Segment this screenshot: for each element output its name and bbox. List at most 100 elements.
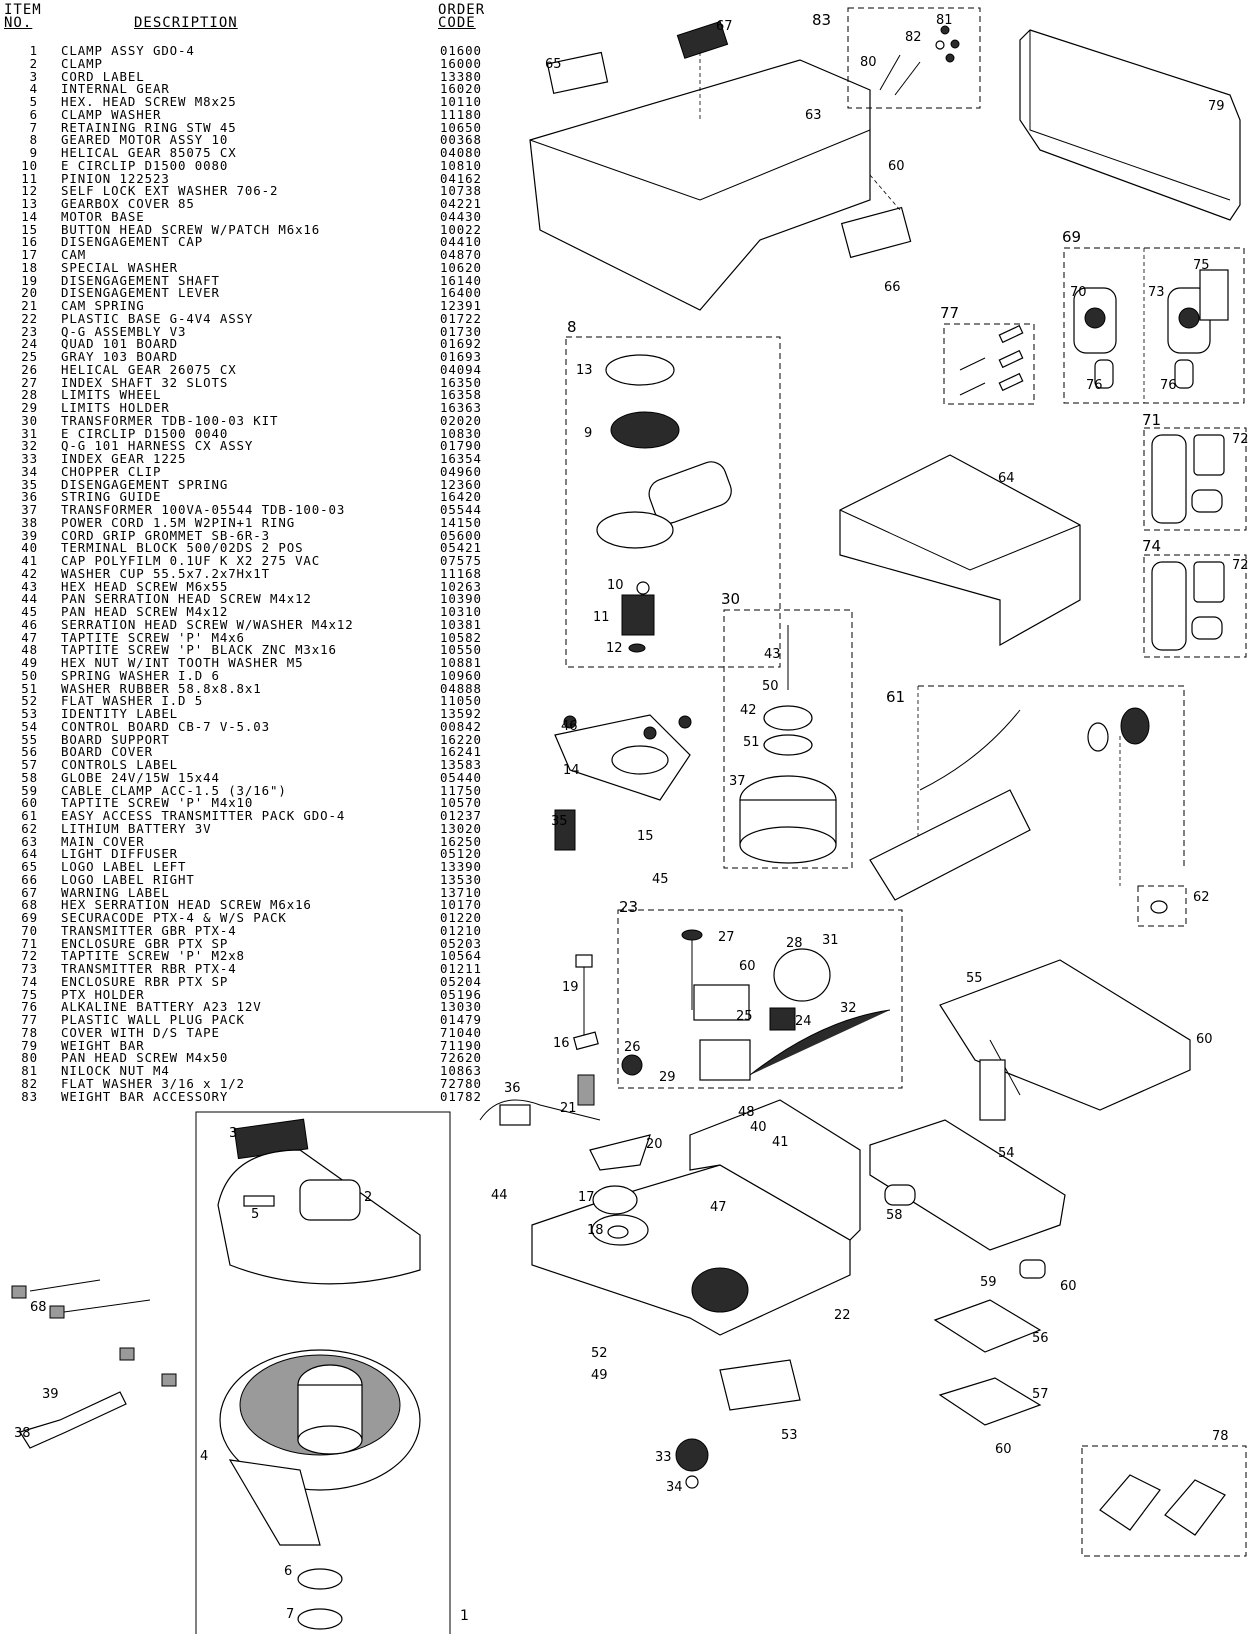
order-code: 01600 <box>440 43 482 58</box>
callout-36: 36 <box>504 1081 521 1096</box>
order-code: 10550 <box>440 642 482 658</box>
order-code: 16250 <box>440 833 482 849</box>
item-number: 59 <box>21 782 38 798</box>
callout-62: 62 <box>1193 890 1210 905</box>
item-number: 21 <box>21 298 38 313</box>
callout-50: 50 <box>762 679 779 694</box>
item-number: 45 <box>21 604 38 619</box>
callout-7: 7 <box>286 1607 294 1622</box>
callout-23: 23 <box>619 898 638 916</box>
item-description: ALKALINE BATTERY A23 12V <box>61 999 262 1015</box>
callout-73: 73 <box>1148 285 1165 300</box>
item-number: 71 <box>21 935 38 951</box>
callout-72-a: 72 <box>1232 432 1249 447</box>
callout-20: 20 <box>646 1137 663 1152</box>
item-description: GLOBE 24V/15W 15x44 <box>61 769 220 785</box>
item-description: QUAD 101 BOARD <box>61 336 179 352</box>
callout-3: 3 <box>229 1126 237 1141</box>
item-number: 22 <box>21 310 38 326</box>
item-description: SELF LOCK EXT WASHER 706-2 <box>61 183 279 199</box>
item-description: LITHIUM BATTERY 3V <box>61 820 212 836</box>
item-number: 42 <box>21 565 38 581</box>
callout-68: 68 <box>30 1300 47 1315</box>
item-description: WASHER CUP 55.5x7.2x7Hx1T <box>61 565 270 581</box>
order-code: 10310 <box>440 604 482 619</box>
item-description: TAPTITE SCREW 'P' M4x6 <box>61 629 245 645</box>
callout-29: 29 <box>659 1070 676 1085</box>
item-description: HEX NUT W/INT TOOTH WASHER M5 <box>61 655 304 670</box>
item-description: CONTROL BOARD CB-7 V-5.03 <box>61 718 270 734</box>
callout-69: 69 <box>1062 228 1081 246</box>
item-number: 16 <box>21 234 38 250</box>
order-code: 01790 <box>440 438 482 454</box>
callout-77: 77 <box>940 304 959 322</box>
item-description: WEIGHT BAR ACCESSORY <box>61 1088 229 1104</box>
description-header: DESCRIPTION <box>134 15 238 31</box>
item-number: 48 <box>21 642 38 658</box>
order-code: 05204 <box>440 973 482 989</box>
item-description: ENCLOSURE RBR PTX SP <box>61 973 229 989</box>
callout-76-b: 76 <box>1160 378 1177 393</box>
callout-83: 83 <box>812 11 831 29</box>
order-code: 16354 <box>440 451 482 466</box>
order-code: 72620 <box>440 1050 482 1066</box>
order-code: 10738 <box>440 183 482 199</box>
callout-32: 32 <box>840 1001 857 1016</box>
item-number: 17 <box>21 247 38 262</box>
order-code: 01730 <box>440 323 482 339</box>
item-description: CLAMP <box>61 55 103 71</box>
callout-71: 71 <box>1142 411 1161 429</box>
callout-58: 58 <box>886 1208 903 1223</box>
item-number: 37 <box>21 502 38 517</box>
order-code: 05600 <box>440 527 482 543</box>
order-code: 01479 <box>440 1012 482 1027</box>
callout-9: 9 <box>584 426 592 441</box>
callout-57: 57 <box>1032 1387 1049 1402</box>
item-number: 28 <box>21 387 38 403</box>
clamp-assembly-frame <box>11 1111 451 1634</box>
item-number: 26 <box>21 361 38 377</box>
item-description: MOTOR BASE <box>61 208 145 224</box>
item-number: 49 <box>21 655 38 670</box>
order-code: 13530 <box>440 871 482 887</box>
item-number: 25 <box>21 349 38 364</box>
item-description: CABLE CLAMP ACC-1.5 (3/16") <box>61 782 287 798</box>
callout-60-b: 60 <box>739 959 756 974</box>
item-number: 6 <box>29 106 38 122</box>
callout-45: 45 <box>652 872 669 887</box>
callout-65: 65 <box>545 57 562 72</box>
item-number: 52 <box>21 693 38 709</box>
item-description: ENCLOSURE GBR PTX SP <box>61 935 229 951</box>
callout-49: 49 <box>591 1368 608 1383</box>
item-number: 32 <box>21 438 38 454</box>
item-description: TRANSMITTER GBR PTX-4 <box>61 922 237 938</box>
order-code: 11180 <box>440 106 482 122</box>
order-code: 05421 <box>440 540 482 556</box>
order-code: 01237 <box>440 808 482 823</box>
item-description: PINION 122523 <box>61 170 170 186</box>
callout-27: 27 <box>718 930 735 945</box>
callout-46: 46 <box>561 719 578 734</box>
callout-74: 74 <box>1142 537 1161 555</box>
callout-41: 41 <box>772 1135 789 1150</box>
